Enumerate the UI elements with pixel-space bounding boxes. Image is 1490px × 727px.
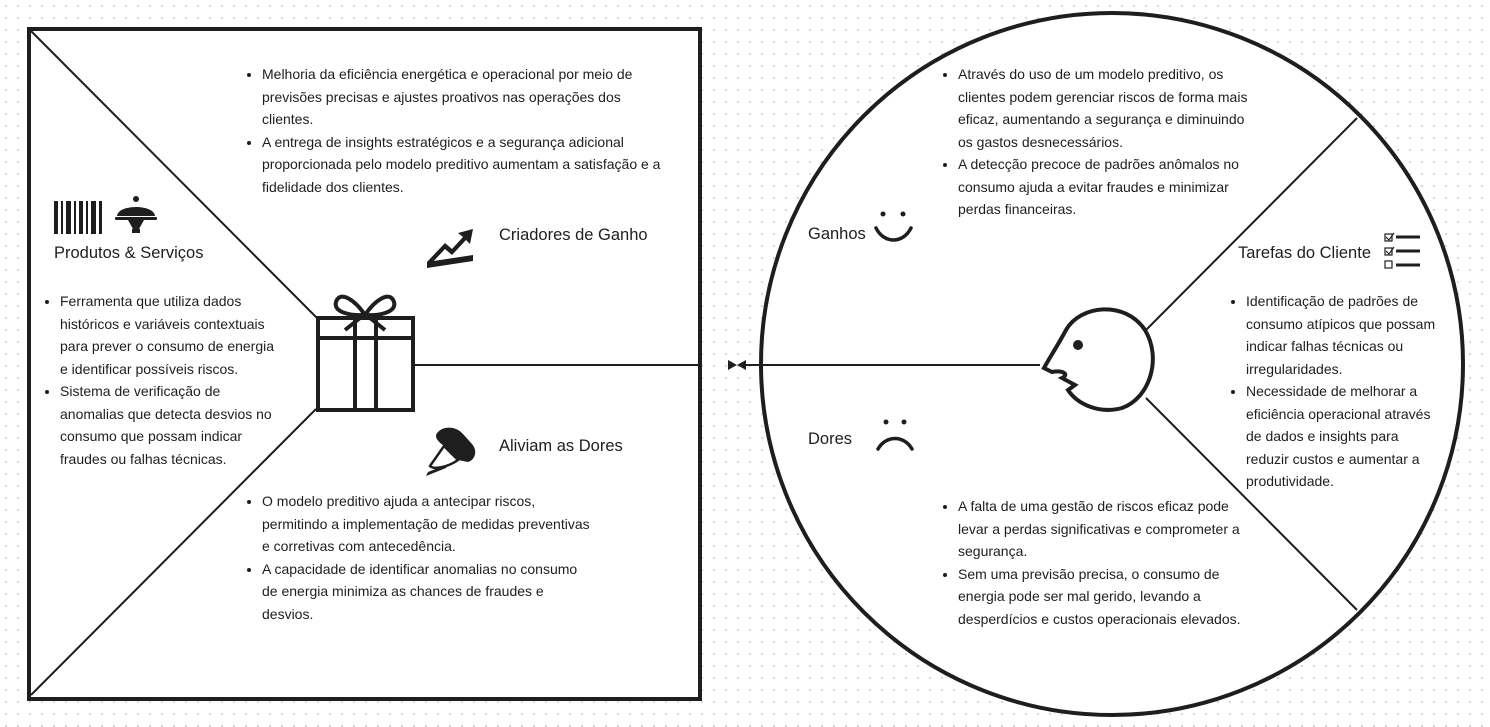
customer-jobs-list: Identificação de padrões de consumo atíp… bbox=[1229, 290, 1444, 493]
pain-relievers-list: O modelo preditivo ajuda a antecipar ris… bbox=[245, 490, 590, 625]
pains-list: A falta de uma gestão de riscos eficaz p… bbox=[941, 495, 1241, 630]
list-item: A capacidade de identificar anomalias no… bbox=[262, 558, 590, 626]
list-item: O modelo preditivo ajuda a antecipar ris… bbox=[262, 490, 590, 558]
barcode-icon bbox=[54, 201, 102, 234]
list-item: Sistema de verificação de anomalias que … bbox=[60, 380, 278, 470]
face-profile-icon bbox=[1041, 307, 1155, 412]
pain-relievers-title: Aliviam as Dores bbox=[499, 437, 623, 455]
value-map-diagonal-bottom bbox=[30, 408, 317, 696]
pains-title: Dores bbox=[808, 430, 853, 448]
list-item: A detecção precoce de padrões anômalos n… bbox=[958, 153, 1261, 221]
list-item: Melhoria da eficiência energética e oper… bbox=[262, 63, 675, 131]
list-item: A falta de uma gestão de riscos eficaz p… bbox=[958, 495, 1241, 563]
products-services-title: Produtos & Serviços bbox=[54, 244, 204, 262]
list-item: Sem uma previsão precisa, o consumo de e… bbox=[958, 563, 1241, 631]
smile-icon bbox=[874, 211, 913, 242]
list-item: Identificação de padrões de consumo atíp… bbox=[1246, 290, 1444, 380]
pill-icon bbox=[426, 427, 476, 476]
face-eye-icon bbox=[1073, 340, 1083, 350]
customer-profile-divider-top bbox=[1145, 117, 1358, 331]
gift-icon bbox=[316, 294, 415, 412]
gain-creators-title: Criadores de Ganho bbox=[499, 226, 648, 244]
products-services-list: Ferramenta que utiliza dados históricos … bbox=[43, 290, 278, 470]
customer-jobs-title: Tarefas do Cliente bbox=[1238, 244, 1371, 262]
list-item: Através do uso de um modelo preditivo, o… bbox=[958, 63, 1261, 153]
customer-profile-divider-bottom bbox=[1145, 397, 1358, 611]
right-arrow-icon bbox=[728, 360, 737, 370]
rising-chart-icon bbox=[427, 229, 473, 268]
left-arrow-icon bbox=[737, 360, 746, 370]
gains-list: Através do uso de um modelo preditivo, o… bbox=[941, 63, 1261, 221]
gain-creators-list: Melhoria da eficiência energética e oper… bbox=[245, 63, 675, 198]
list-item: A entrega de insights estratégicos e a s… bbox=[262, 131, 675, 199]
cloche-icon bbox=[115, 196, 157, 233]
frown-icon bbox=[876, 419, 914, 451]
checklist-icon bbox=[1384, 232, 1420, 269]
gains-title: Ganhos bbox=[808, 225, 866, 243]
list-item: Ferramenta que utiliza dados históricos … bbox=[60, 290, 278, 380]
list-item: Necessidade de melhorar a eficiência ope… bbox=[1246, 380, 1444, 493]
value-map-diagonal-top bbox=[30, 30, 319, 320]
